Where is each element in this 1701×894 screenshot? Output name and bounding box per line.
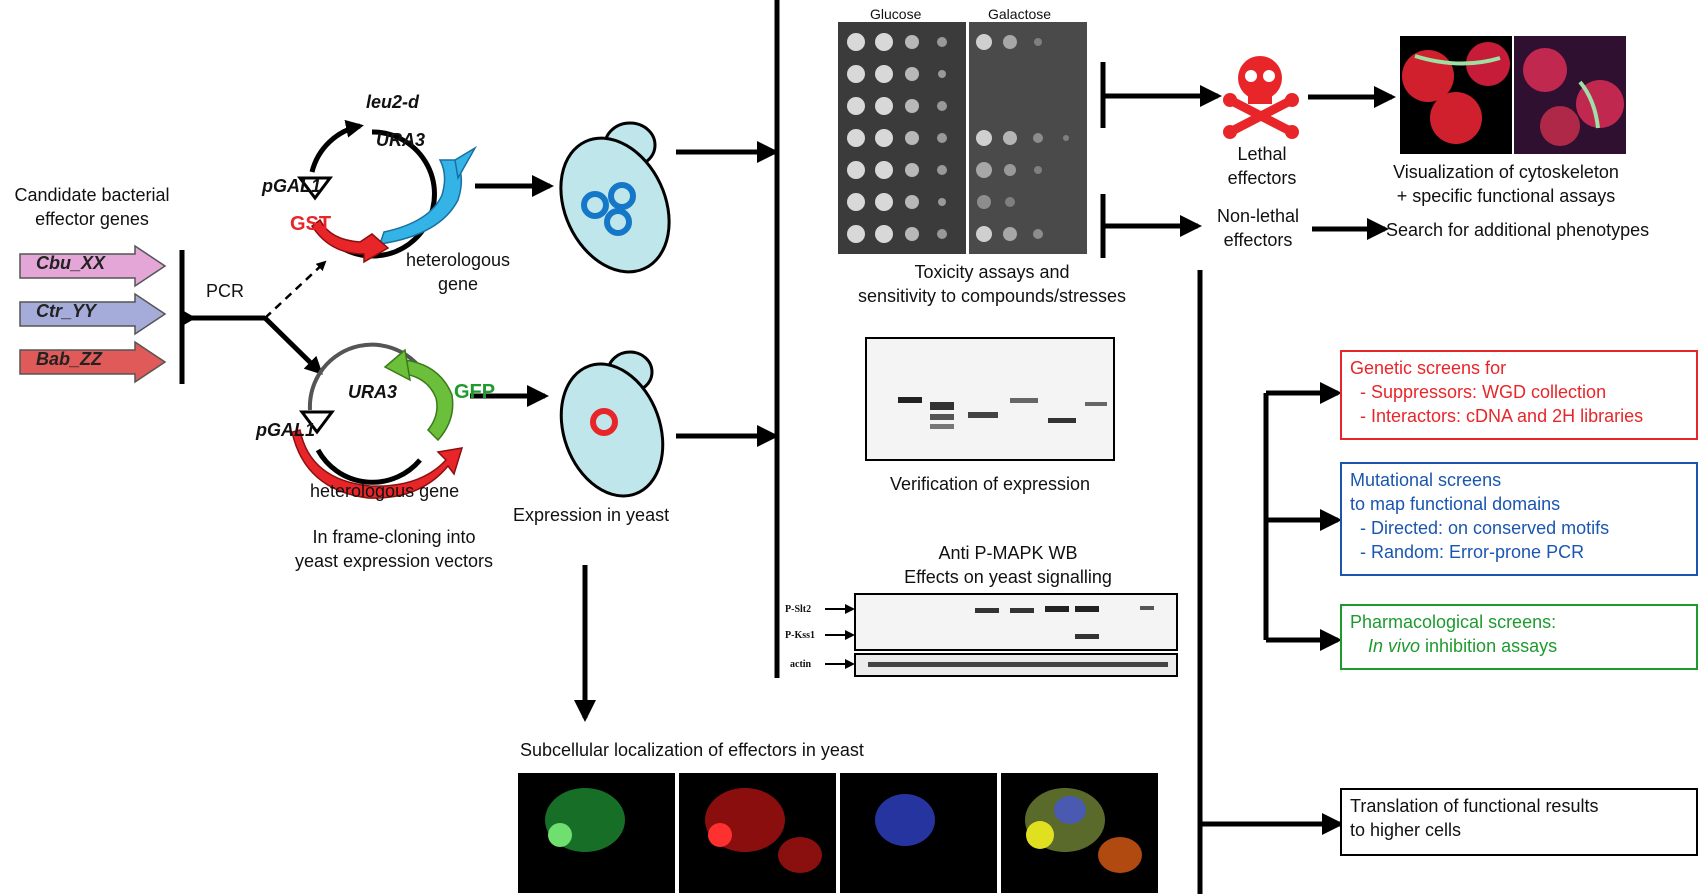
translation-box: Translation of functional results to hig… bbox=[1340, 788, 1698, 856]
leu2d-label: leu2-d bbox=[366, 92, 420, 112]
gene-arrow-bab bbox=[19, 340, 167, 384]
gst-label: GST bbox=[290, 213, 332, 235]
candidate-genes-title: Candidate bacterial effector genes bbox=[14, 185, 170, 229]
pgal1-label-bottom: pGAL1 bbox=[256, 420, 316, 440]
western-blot-mapk bbox=[825, 593, 1178, 677]
pcr-bracket-tip bbox=[182, 310, 196, 326]
nonlethal-label: Non-lethal effectors bbox=[1216, 206, 1300, 250]
yeast-cell-bottom bbox=[559, 350, 665, 498]
cytoskeleton-micrograph bbox=[1400, 36, 1626, 154]
pcr-solid-arrow bbox=[263, 316, 323, 375]
ura3-label-bottom: URA3 bbox=[348, 382, 398, 402]
plasmid-gfp bbox=[291, 342, 464, 499]
spot-assay-galactose bbox=[969, 22, 1087, 254]
genetic-screens-box: Genetic screens for - Suppressors: WGD c… bbox=[1340, 350, 1698, 440]
pcr-label: PCR bbox=[206, 281, 245, 301]
mapk-label: Anti P-MAPK WB Effects on yeast signalli… bbox=[904, 543, 1112, 587]
pharmacological-screens-box: Pharmacological screens: In vivo inhibit… bbox=[1340, 604, 1698, 670]
cloning-label: In frame-cloning into yeast expression v… bbox=[294, 527, 494, 571]
galactose-label: Galactose bbox=[988, 6, 1052, 22]
verification-label: Verification of expression bbox=[889, 474, 1091, 494]
western-blot-verification bbox=[865, 337, 1115, 461]
gene-label-ctr: Ctr_YY bbox=[36, 301, 97, 321]
spot-assay-glucose bbox=[838, 22, 966, 254]
pcr-bracket bbox=[179, 250, 265, 384]
localization-micrographs bbox=[518, 773, 1158, 893]
expression-in-yeast-label: Expression in yeast bbox=[513, 505, 670, 525]
skull-crossbones-icon bbox=[1223, 56, 1299, 139]
ura3-label-top: URA3 bbox=[376, 130, 426, 150]
gene-label-bab: Bab_ZZ bbox=[36, 349, 103, 369]
gene-label-cbu: Cbu_XX bbox=[36, 253, 106, 273]
plasmid-gst bbox=[297, 119, 478, 264]
visualization-label: Visualization of cytoskeleton + specific… bbox=[1393, 162, 1619, 206]
mutational-screens-box: Mutational screens to map functional dom… bbox=[1340, 462, 1698, 576]
lethal-label: Lethal effectors bbox=[1227, 144, 1297, 188]
yeast-cell-top bbox=[559, 121, 671, 274]
heterologous-gene-bottom: heterologous gene bbox=[310, 481, 460, 501]
pgal1-label-top: pGAL1 bbox=[262, 176, 322, 196]
subcellular-label: Subcellular localization of effectors in… bbox=[520, 740, 864, 760]
toxicity-label: Toxicity assays and sensitivity to compo… bbox=[857, 262, 1127, 306]
wb-row-pslt2: P-Slt2 bbox=[785, 604, 812, 615]
gene-arrow-cbu bbox=[19, 244, 167, 288]
wb-row-pkss1: P-Kss1 bbox=[785, 630, 815, 641]
wb-row-actin: actin bbox=[790, 659, 812, 670]
heterologous-gene-top: heterologous gene bbox=[405, 250, 511, 294]
glucose-label: Glucose bbox=[870, 6, 922, 22]
search-label: Search for additional phenotypes bbox=[1386, 220, 1650, 240]
gene-arrow-ctr bbox=[19, 292, 167, 336]
gfp-label: GFP bbox=[454, 381, 496, 403]
pcr-dashed-arrow bbox=[264, 260, 327, 319]
